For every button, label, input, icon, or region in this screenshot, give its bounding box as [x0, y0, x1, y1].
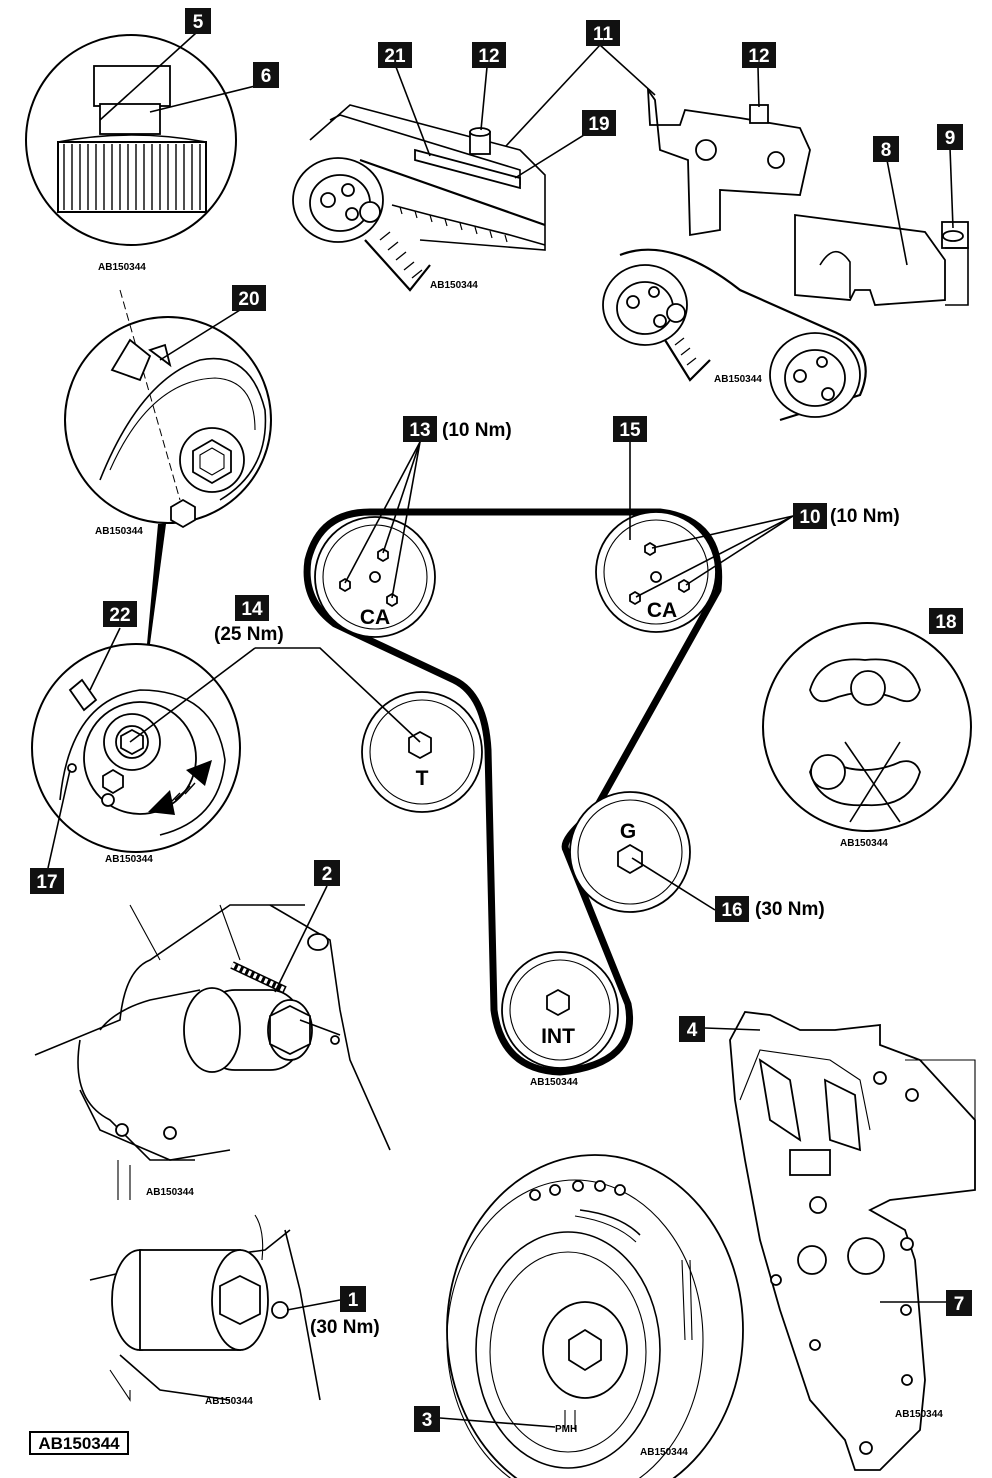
callout-16: 16	[715, 896, 749, 922]
pulley-cam-left: CA	[314, 516, 436, 638]
svg-text:19: 19	[588, 114, 609, 135]
detail-sprocket-circle: AB150344	[25, 32, 256, 273]
svg-text:16: 16	[721, 900, 742, 921]
callout-17: 17	[30, 868, 64, 894]
svg-text:5: 5	[193, 12, 204, 33]
svg-text:18: 18	[935, 612, 956, 633]
callout-4: 4	[679, 1016, 705, 1042]
svg-text:9: 9	[945, 128, 956, 149]
svg-text:15: 15	[619, 420, 641, 441]
cam-tool-right-view: AB150344	[599, 44, 969, 422]
svg-text:12: 12	[478, 46, 499, 67]
callout-22: 22	[103, 601, 137, 627]
callout-13: 13	[403, 416, 437, 442]
crankshaft-damper-view: PMH AB150344	[439, 1154, 744, 1478]
detail-alignment-circle: AB150344	[762, 622, 972, 849]
pmh-mark: PMH	[555, 1424, 577, 1435]
callout-10: 10	[793, 503, 827, 529]
ref-code: AB150344	[430, 280, 478, 291]
callout-1: 1	[340, 1286, 366, 1312]
belt-routing-diagram: CA CA T G I	[129, 441, 794, 1088]
callout-14: 14	[235, 595, 269, 621]
detail-tensioner-pointer-circle: AB150344	[64, 289, 272, 537]
torque-14: (25 Nm)	[214, 624, 284, 645]
pulley-crankshaft: INT	[501, 951, 619, 1069]
callout-18: 18	[929, 608, 963, 634]
svg-text:21: 21	[384, 46, 406, 67]
svg-text:AB150344: AB150344	[38, 1434, 120, 1453]
pulley-tensioner: T	[361, 691, 483, 813]
detail-tensioner-adjust-circle: AB150344	[31, 627, 241, 869]
callout-8: 8	[873, 136, 899, 162]
ref-code: AB150344	[95, 526, 143, 537]
svg-text:22: 22	[109, 605, 130, 626]
pulley-label-tensioner: T	[416, 767, 429, 790]
torque-10: (10 Nm)	[830, 506, 900, 527]
callout-12-left: 12	[472, 42, 506, 68]
cam-tool-left-view: AB150344	[292, 44, 601, 292]
callout-11: 11	[586, 20, 620, 46]
callout-7: 7	[946, 1290, 972, 1316]
pulley-idler: G	[569, 791, 691, 913]
ref-code: AB150344	[640, 1447, 688, 1458]
pulley-cam-right: CA	[595, 511, 717, 633]
svg-text:11: 11	[593, 24, 614, 45]
ref-code: AB150344	[714, 374, 762, 385]
crank-pin-bolt-view: AB150344	[89, 1214, 341, 1407]
callout-2: 2	[314, 860, 340, 886]
callout-15: 15	[613, 416, 647, 442]
figure-code-box: AB150344	[29, 1431, 129, 1455]
callout-19: 19	[582, 110, 616, 136]
engine-cover-bracket-view: AB150344	[704, 1011, 976, 1471]
svg-text:1: 1	[348, 1290, 359, 1311]
ref-code: AB150344	[105, 854, 153, 865]
pulley-label-idler: G	[620, 820, 636, 843]
ref-code: AB150344	[895, 1409, 943, 1420]
svg-text:17: 17	[36, 872, 57, 893]
svg-text:6: 6	[261, 66, 272, 87]
pulley-label-cam-left: CA	[360, 606, 390, 629]
torque-16: (30 Nm)	[755, 899, 825, 920]
svg-text:4: 4	[687, 1020, 698, 1041]
svg-text:10: 10	[799, 507, 820, 528]
callout-20: 20	[232, 285, 266, 311]
svg-text:8: 8	[881, 140, 892, 161]
ref-code: AB150344	[205, 1396, 253, 1407]
svg-text:7: 7	[954, 1294, 965, 1315]
pulley-label-cam-right: CA	[647, 599, 677, 622]
ref-code: AB150344	[530, 1077, 578, 1088]
svg-text:2: 2	[322, 864, 333, 885]
callout-3: 3	[414, 1406, 440, 1432]
crank-locking-pin-view: AB150344	[34, 885, 391, 1200]
callout-5: 5	[185, 8, 211, 34]
svg-text:14: 14	[241, 599, 263, 620]
ref-code: AB150344	[146, 1187, 194, 1198]
callout-12-right: 12	[742, 42, 776, 68]
callout-6: 6	[253, 62, 279, 88]
ref-code: AB150344	[98, 262, 146, 273]
torque-13: (10 Nm)	[442, 420, 512, 441]
callout-21: 21	[378, 42, 412, 68]
detail-connector	[147, 524, 166, 644]
svg-text:3: 3	[422, 1410, 433, 1431]
svg-text:20: 20	[238, 289, 259, 310]
ref-code: AB150344	[840, 838, 888, 849]
svg-text:13: 13	[409, 420, 430, 441]
callout-9: 9	[937, 124, 963, 150]
svg-text:12: 12	[748, 46, 769, 67]
pulley-label-crank: INT	[541, 1025, 575, 1048]
torque-1: (30 Nm)	[310, 1317, 380, 1338]
